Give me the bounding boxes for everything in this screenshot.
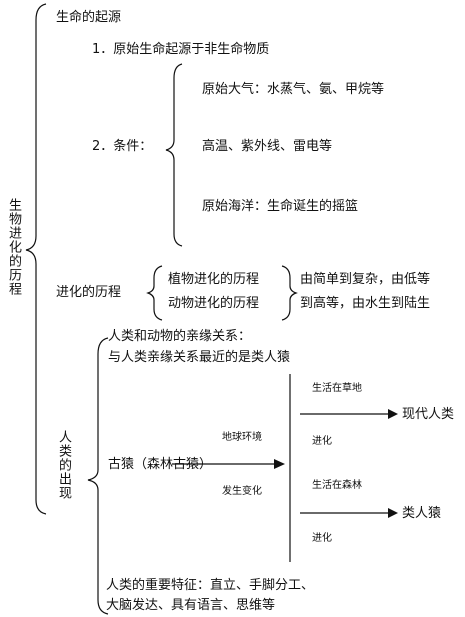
evolve-label-2: 进化: [312, 533, 332, 544]
grassland-label: 生活在草地: [312, 383, 362, 394]
traits-line1: 人类的重要特征：直立、手脚分工、: [106, 578, 315, 593]
origin-title: 生命的起源: [56, 10, 122, 25]
traits-line2: 大脑发达、具有语言、思维等: [106, 598, 276, 613]
main-brace: [25, 3, 47, 515]
ancestor-arrowhead: [274, 459, 285, 469]
plant-evolution: 植物进化的历程: [168, 272, 260, 287]
origin-item-1: 1．原始生命起源于非生命物质: [92, 42, 270, 57]
apes-arrowhead: [388, 508, 398, 518]
condition-atmosphere: 原始大气：水蒸气、氨、甲烷等: [202, 82, 385, 97]
condition-energy: 高温、紫外线、雷电等: [202, 139, 333, 154]
origin-item-2: 2．条件：: [92, 139, 153, 154]
forest-label: 生活在森林: [312, 480, 362, 491]
animal-evolution: 动物进化的历程: [168, 296, 260, 311]
evolution-right-brace: [281, 265, 298, 321]
env-change-label-1: 地球环境: [222, 432, 262, 443]
condition-ocean: 原始海洋：生命诞生的摇篮: [202, 199, 359, 214]
root-title: 生物进化的历程: [6, 198, 21, 296]
modern-human-label: 现代人类: [402, 407, 455, 422]
kinship-line2: 与人类亲缘关系最近的是类人猿: [108, 350, 291, 365]
ancestor-label: 古猿（森林古猿）: [108, 457, 213, 472]
env-change-label-2: 发生变化: [222, 486, 262, 497]
evolve-label-1: 进化: [312, 436, 332, 447]
evolution-rule-line2: 到高等，由水生到陆生: [300, 296, 431, 311]
human-brace: [87, 337, 109, 615]
evolution-title: 进化的历程: [56, 285, 122, 300]
human-title: 人类的出现: [56, 430, 71, 500]
apes-label: 类人猿: [402, 506, 442, 521]
evolution-left-brace: [146, 265, 163, 321]
evolution-rule-line1: 由简单到复杂，由低等: [300, 272, 431, 287]
modern-arrowhead: [388, 409, 398, 419]
conditions-brace: [165, 63, 183, 247]
kinship-line1: 人类和动物的亲缘关系：: [108, 329, 252, 344]
